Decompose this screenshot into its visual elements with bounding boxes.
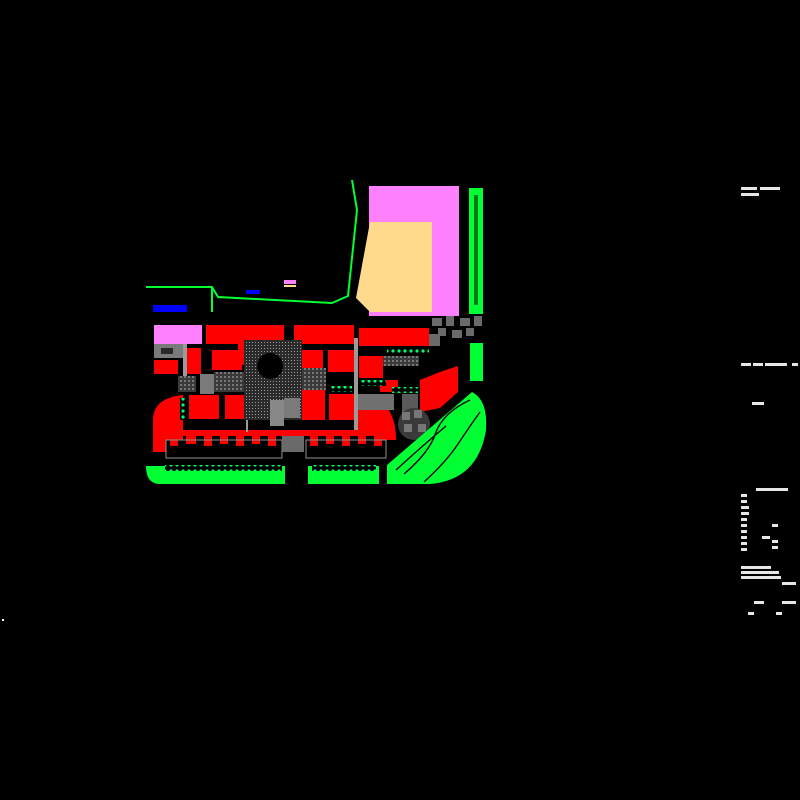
park-paths (395, 399, 481, 483)
south-hedge-left (165, 465, 282, 471)
east-green-strip-2 (470, 343, 483, 381)
corner-park (387, 392, 487, 484)
north-boundary-lines (146, 179, 359, 312)
paver-cluster (428, 316, 482, 346)
pink-building (154, 325, 202, 344)
row-houses (166, 430, 384, 446)
blue-marker-small (246, 290, 260, 294)
blue-marker (153, 305, 187, 312)
south-hedge-right (312, 465, 376, 471)
sand-parcel (356, 222, 432, 312)
round-plaza (398, 408, 430, 440)
paving-blocks (154, 344, 419, 452)
plaza-feature (257, 353, 283, 379)
pink-marker-small (284, 280, 296, 284)
legend-panel (736, 180, 800, 620)
walkways (183, 338, 358, 432)
green-hedges (180, 348, 429, 420)
origin-mark (2, 619, 4, 621)
east-green-strip-inner (474, 195, 478, 305)
pink-marker-small-2 (284, 285, 296, 287)
